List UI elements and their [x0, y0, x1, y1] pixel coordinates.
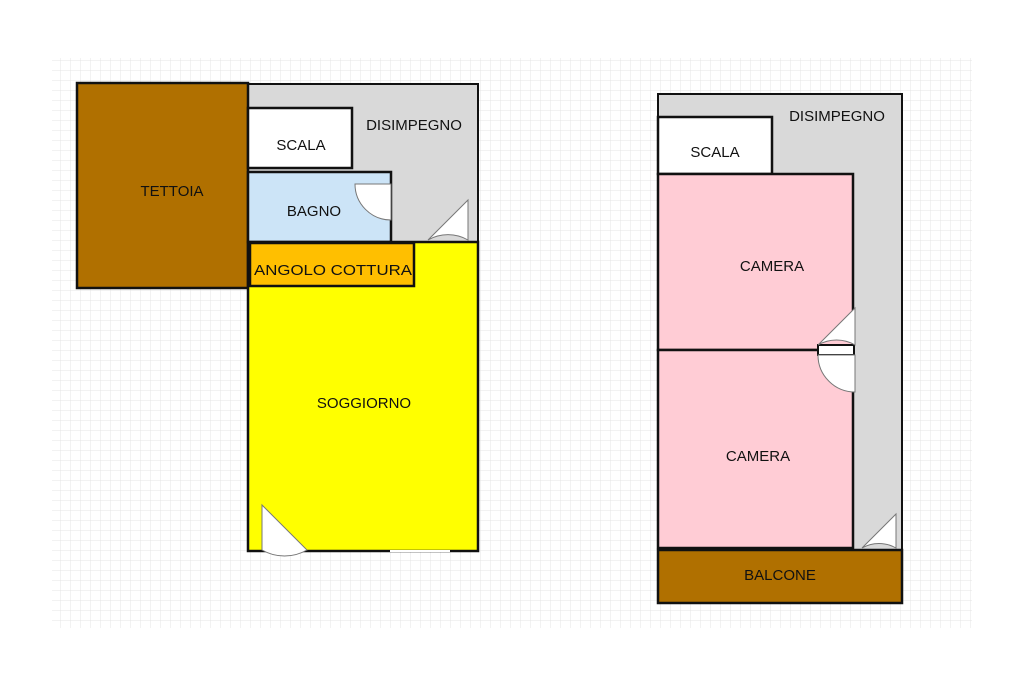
- label-disimpegno-upper: DISIMPEGNO: [789, 108, 885, 125]
- balcone-door-swing: [861, 512, 897, 549]
- room-tettoia: [75, 81, 250, 290]
- room-angolo-cottura: [248, 241, 416, 288]
- label-scala-upper: SCALA: [690, 144, 739, 161]
- entrance-door-swing: [261, 503, 308, 557]
- camera-1-door-swing: [817, 306, 856, 346]
- label-scala-ground: SCALA: [276, 137, 325, 154]
- bagno-door-swing: [354, 183, 392, 221]
- ground-floor-plan: TETTOIA SCALA DISIMPEGNO BAGNO ANGOLO CO…: [75, 81, 480, 557]
- label-balcone: BALCONE: [744, 567, 816, 584]
- camera-2-door-swing: [817, 354, 856, 393]
- partition-detail: [817, 344, 855, 356]
- label-soggiorno: SOGGIORNO: [317, 395, 411, 412]
- label-camera-2: CAMERA: [726, 448, 790, 465]
- room-camera-1: [656, 172, 855, 352]
- label-bagno: BAGNO: [287, 203, 341, 220]
- room-scala-ground: [246, 106, 354, 170]
- disimpegno-door-swing: [427, 198, 469, 241]
- upper-floor-plan: DISIMPEGNO SCALA CAMERA CAMERA BALCONE: [656, 93, 904, 605]
- label-tettoia: TETTOIA: [140, 183, 203, 200]
- room-balcone: [656, 548, 904, 605]
- room-camera-2: [656, 348, 855, 550]
- label-angolo-cottura: ANGOLO COTTURA: [254, 262, 412, 279]
- label-disimpegno-ground: DISIMPEGNO: [366, 117, 462, 134]
- label-camera-1: CAMERA: [740, 258, 804, 275]
- room-scala-upper: [656, 115, 774, 176]
